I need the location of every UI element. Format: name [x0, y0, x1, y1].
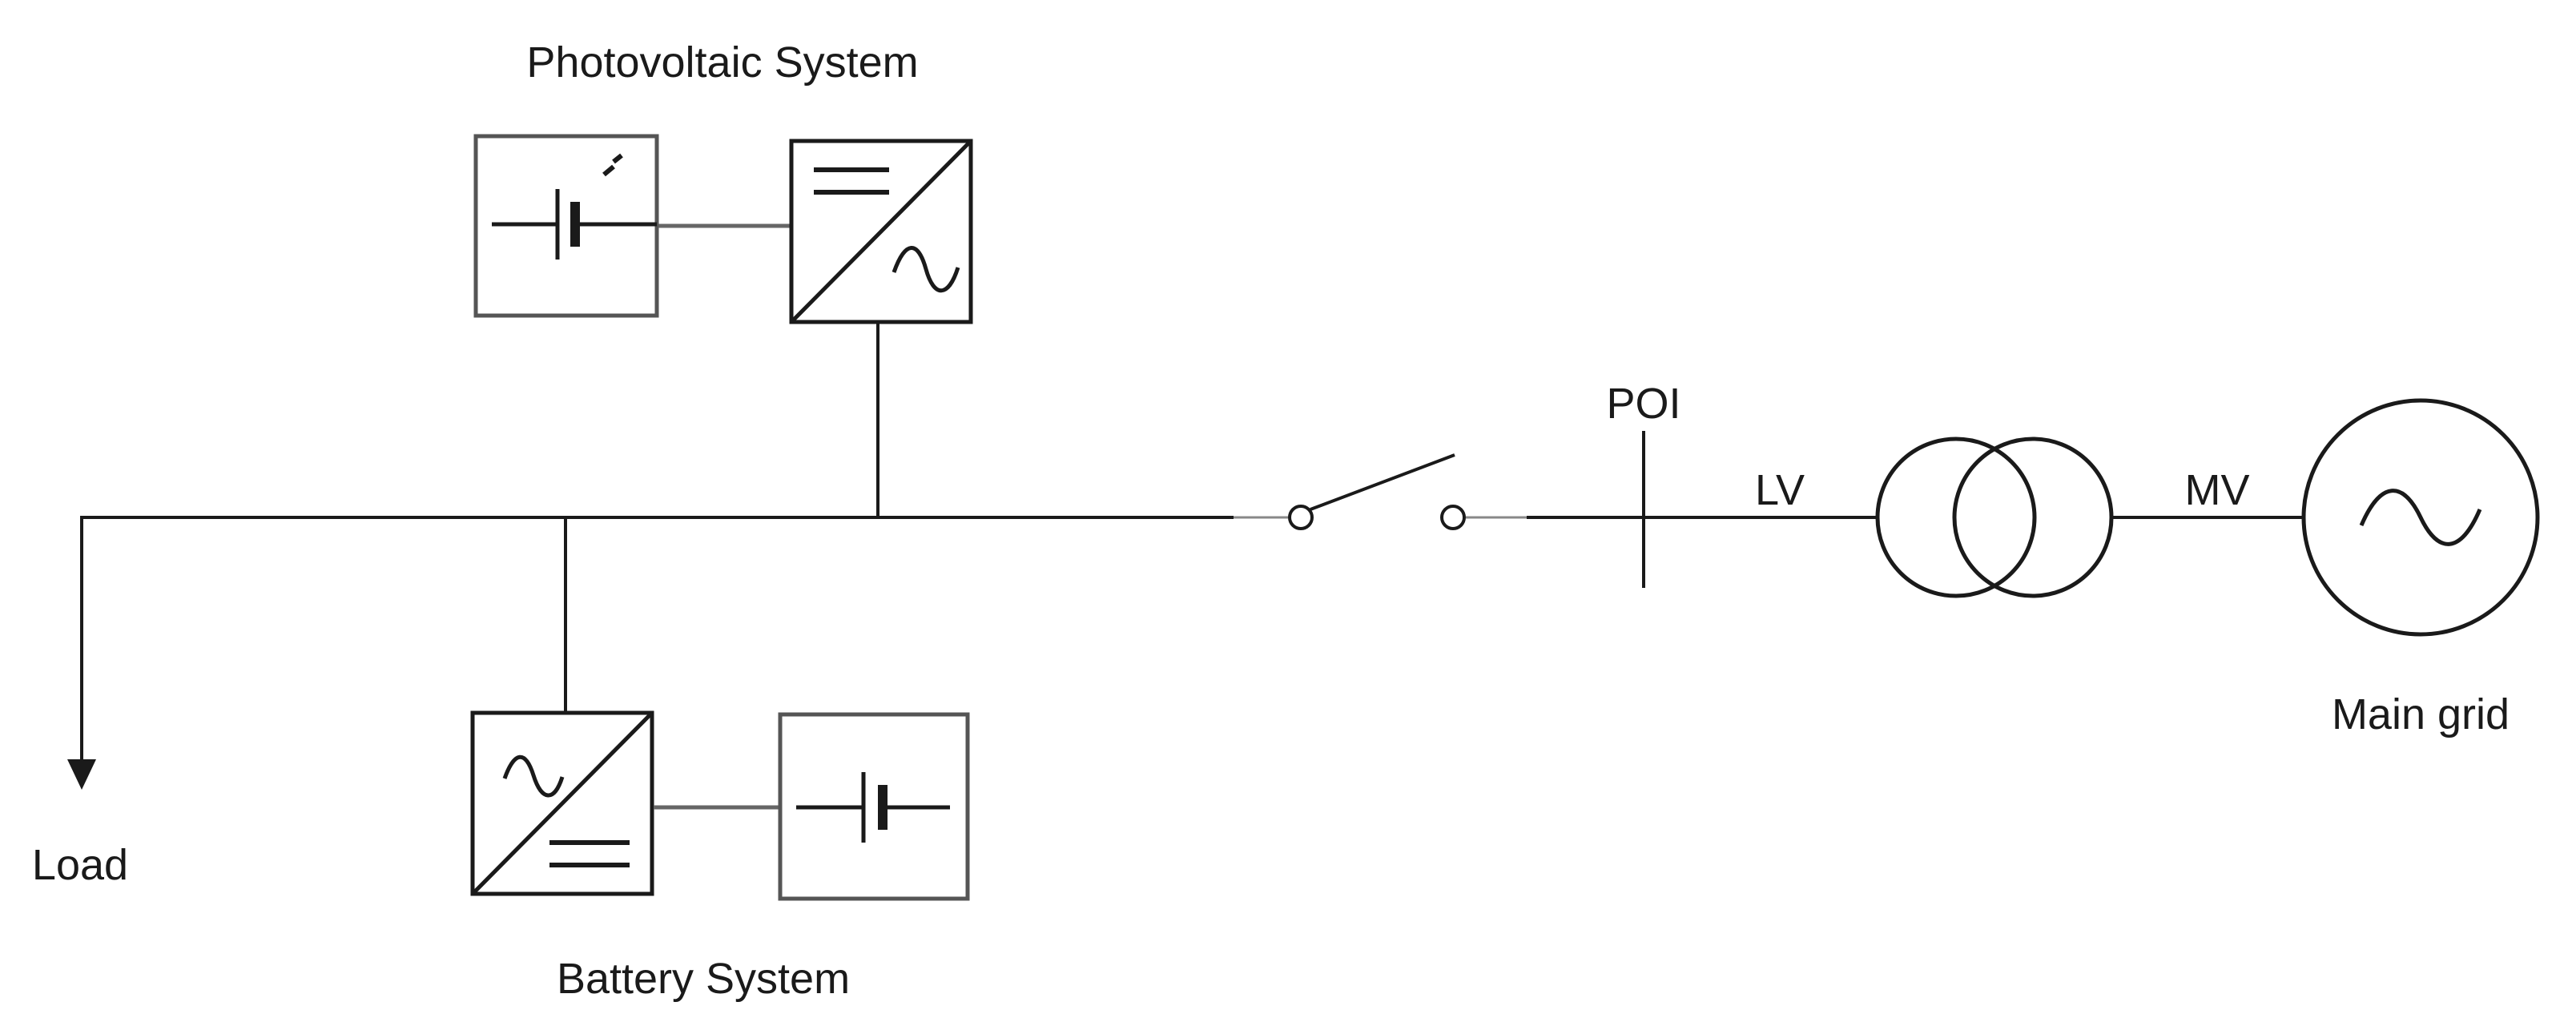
mv-label: MV — [2185, 466, 2250, 514]
load-label: Load — [32, 841, 128, 889]
transformer-icon — [1875, 437, 2114, 598]
battery-converter-icon — [470, 710, 654, 896]
pv-panel-icon — [473, 134, 659, 318]
battery-system-label: Battery System — [557, 955, 850, 1003]
pv-inverter-icon — [789, 139, 973, 324]
lv-label: LV — [1755, 466, 1805, 514]
main-grid-label: Main grid — [2332, 690, 2510, 738]
pv-system-label: Photovoltaic System — [526, 38, 918, 87]
poi-label: POI — [1606, 380, 1680, 428]
load-arrow — [67, 516, 96, 790]
open-switch-icon — [1234, 453, 1527, 530]
ac-source-icon — [2301, 398, 2540, 637]
battery-icon — [778, 712, 970, 901]
